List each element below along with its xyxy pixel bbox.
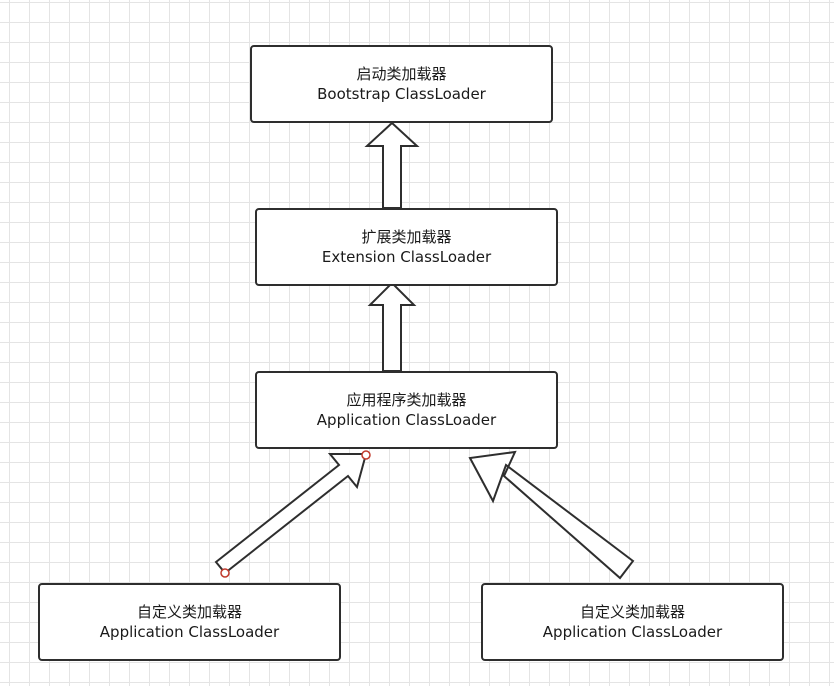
- arrow-application-to-extension[interactable]: [367, 281, 417, 372]
- node-title-cn: 应用程序类加载器: [346, 391, 467, 409]
- arrow-custom2-to-application[interactable]: [468, 450, 635, 580]
- node-title-en: Application ClassLoader: [316, 411, 497, 429]
- node-title-cn: 启动类加载器: [356, 65, 447, 83]
- node-title-en: Bootstrap ClassLoader: [317, 85, 486, 103]
- node-title-en: Extension ClassLoader: [321, 248, 492, 266]
- custom-classloader-node-right[interactable]: 自定义类加载器 Application ClassLoader: [481, 583, 784, 661]
- arrow-custom1-to-application[interactable]: [214, 453, 368, 575]
- arrow-extension-to-bootstrap[interactable]: [364, 121, 420, 209]
- extension-classloader-node[interactable]: 扩展类加载器 Extension ClassLoader: [255, 208, 558, 286]
- node-title-en: Application ClassLoader: [542, 623, 723, 641]
- node-title-cn: 扩展类加载器: [361, 228, 452, 246]
- node-title-cn: 自定义类加载器: [579, 603, 685, 621]
- arrow-start-handle[interactable]: [220, 568, 230, 578]
- node-title-cn: 自定义类加载器: [136, 603, 242, 621]
- arrow-end-handle[interactable]: [361, 450, 371, 460]
- custom-classloader-node-left[interactable]: 自定义类加载器 Application ClassLoader: [38, 583, 341, 661]
- bootstrap-classloader-node[interactable]: 启动类加载器 Bootstrap ClassLoader: [250, 45, 553, 123]
- node-title-en: Application ClassLoader: [99, 623, 280, 641]
- application-classloader-node[interactable]: 应用程序类加载器 Application ClassLoader: [255, 371, 558, 449]
